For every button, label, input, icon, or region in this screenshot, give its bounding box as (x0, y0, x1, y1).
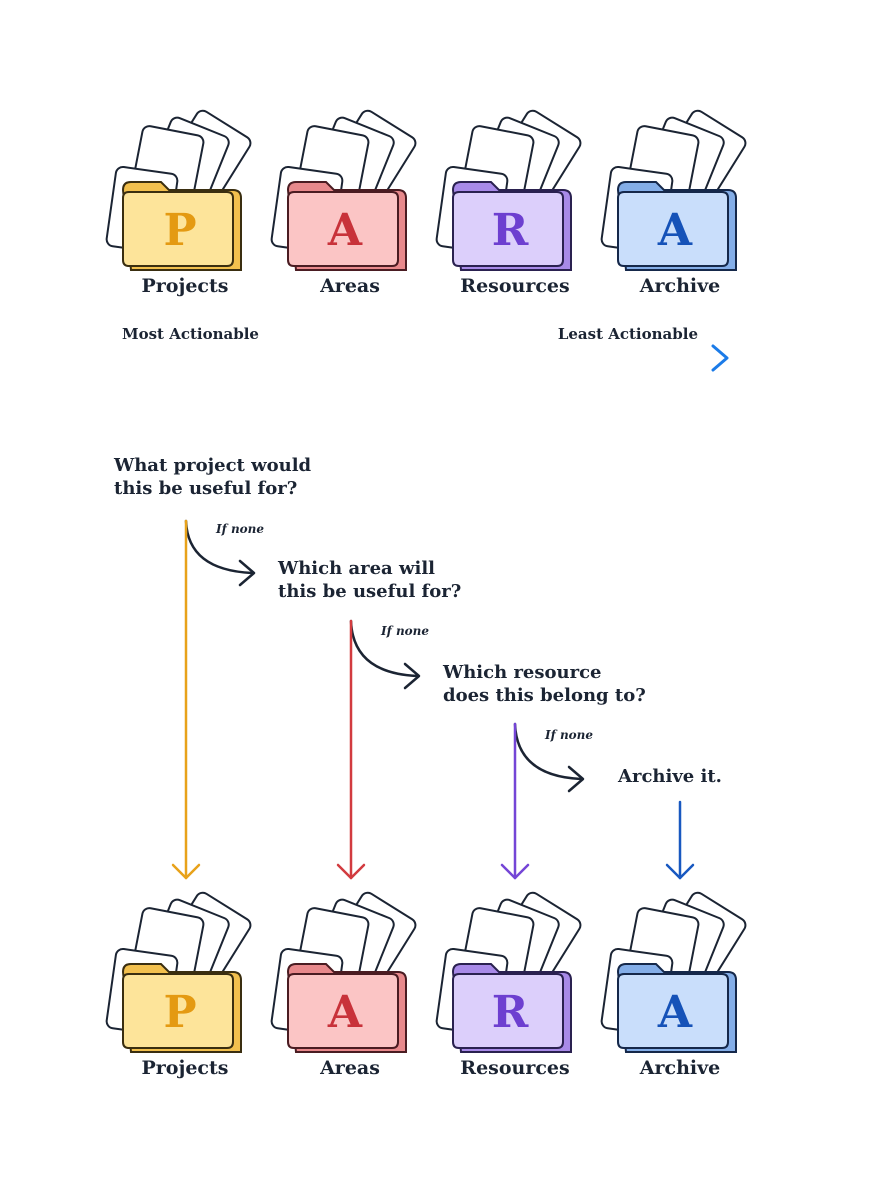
bottom-folder-areas: A Areas (270, 891, 417, 1079)
folder-front-icon (122, 973, 234, 1049)
decision-flow: What project would this be useful for? W… (113, 455, 722, 880)
folder-front-icon (287, 191, 399, 267)
question-area-line-2: this be useful for? (278, 581, 461, 602)
question-resource-line-1: Which resource (442, 662, 602, 683)
top-folder-row: P Projects A Areas R Resources A Archive (105, 109, 747, 297)
curve-arrowhead-1 (238, 559, 256, 587)
folder-label: Resources (460, 275, 569, 297)
top-folder-resources: R Resources (435, 109, 582, 297)
folder-label: Archive (639, 275, 720, 297)
question-area-line-1: Which area will (277, 558, 435, 579)
top-folder-projects: P Projects (105, 109, 252, 297)
folder-label: Resources (460, 1057, 569, 1079)
least-actionable-label: Least Actionable (558, 325, 698, 343)
folder-letter: A (327, 205, 363, 256)
folder-label: Projects (142, 1057, 229, 1079)
folder-front-icon (122, 191, 234, 267)
folder-label: Areas (319, 275, 380, 297)
folder-front-icon (617, 973, 729, 1049)
folder-front-icon (287, 973, 399, 1049)
curve-arrowhead-3 (567, 765, 585, 793)
vertical-arrowhead-projects (171, 863, 201, 880)
top-folder-areas: A Areas (270, 109, 417, 297)
folder-front-icon (452, 973, 564, 1049)
if-none-label-1: If none (215, 522, 264, 536)
vertical-arrowhead-areas (336, 863, 366, 880)
folder-letter: A (657, 205, 693, 256)
folder-letter: P (163, 987, 196, 1038)
folder-letter: A (657, 987, 693, 1038)
folder-letter: R (492, 205, 529, 256)
folder-label: Areas (319, 1057, 380, 1079)
bottom-folder-resources: R Resources (435, 891, 582, 1079)
folder-letter: R (492, 987, 529, 1038)
most-actionable-label: Most Actionable (122, 325, 259, 343)
if-none-label-3: If none (544, 728, 593, 742)
bottom-folder-projects: P Projects (105, 891, 252, 1079)
question-resource-line-2: does this belong to? (443, 685, 646, 706)
folder-front-icon (452, 191, 564, 267)
question-project-line-2: this be useful for? (114, 478, 297, 499)
curve-arrowhead-2 (403, 662, 421, 690)
vertical-arrowhead-resources (500, 863, 530, 880)
scale-arrowhead (711, 344, 729, 372)
archive-it-label: Archive it. (617, 766, 722, 787)
if-none-label-2: If none (380, 624, 429, 638)
vertical-arrowhead-archive (665, 863, 695, 880)
bottom-folder-row: P Projects A Areas R Resources A Archive (105, 891, 747, 1079)
actionability-scale: Most Actionable Least Actionable (120, 325, 729, 372)
folder-letter: A (327, 987, 363, 1038)
folder-label: Projects (142, 275, 229, 297)
question-project-line-1: What project would (113, 455, 312, 476)
folder-front-icon (617, 191, 729, 267)
folder-label: Archive (639, 1057, 720, 1079)
top-folder-archive: A Archive (600, 109, 747, 297)
folder-letter: P (163, 205, 196, 256)
bottom-folder-archive: A Archive (600, 891, 747, 1079)
